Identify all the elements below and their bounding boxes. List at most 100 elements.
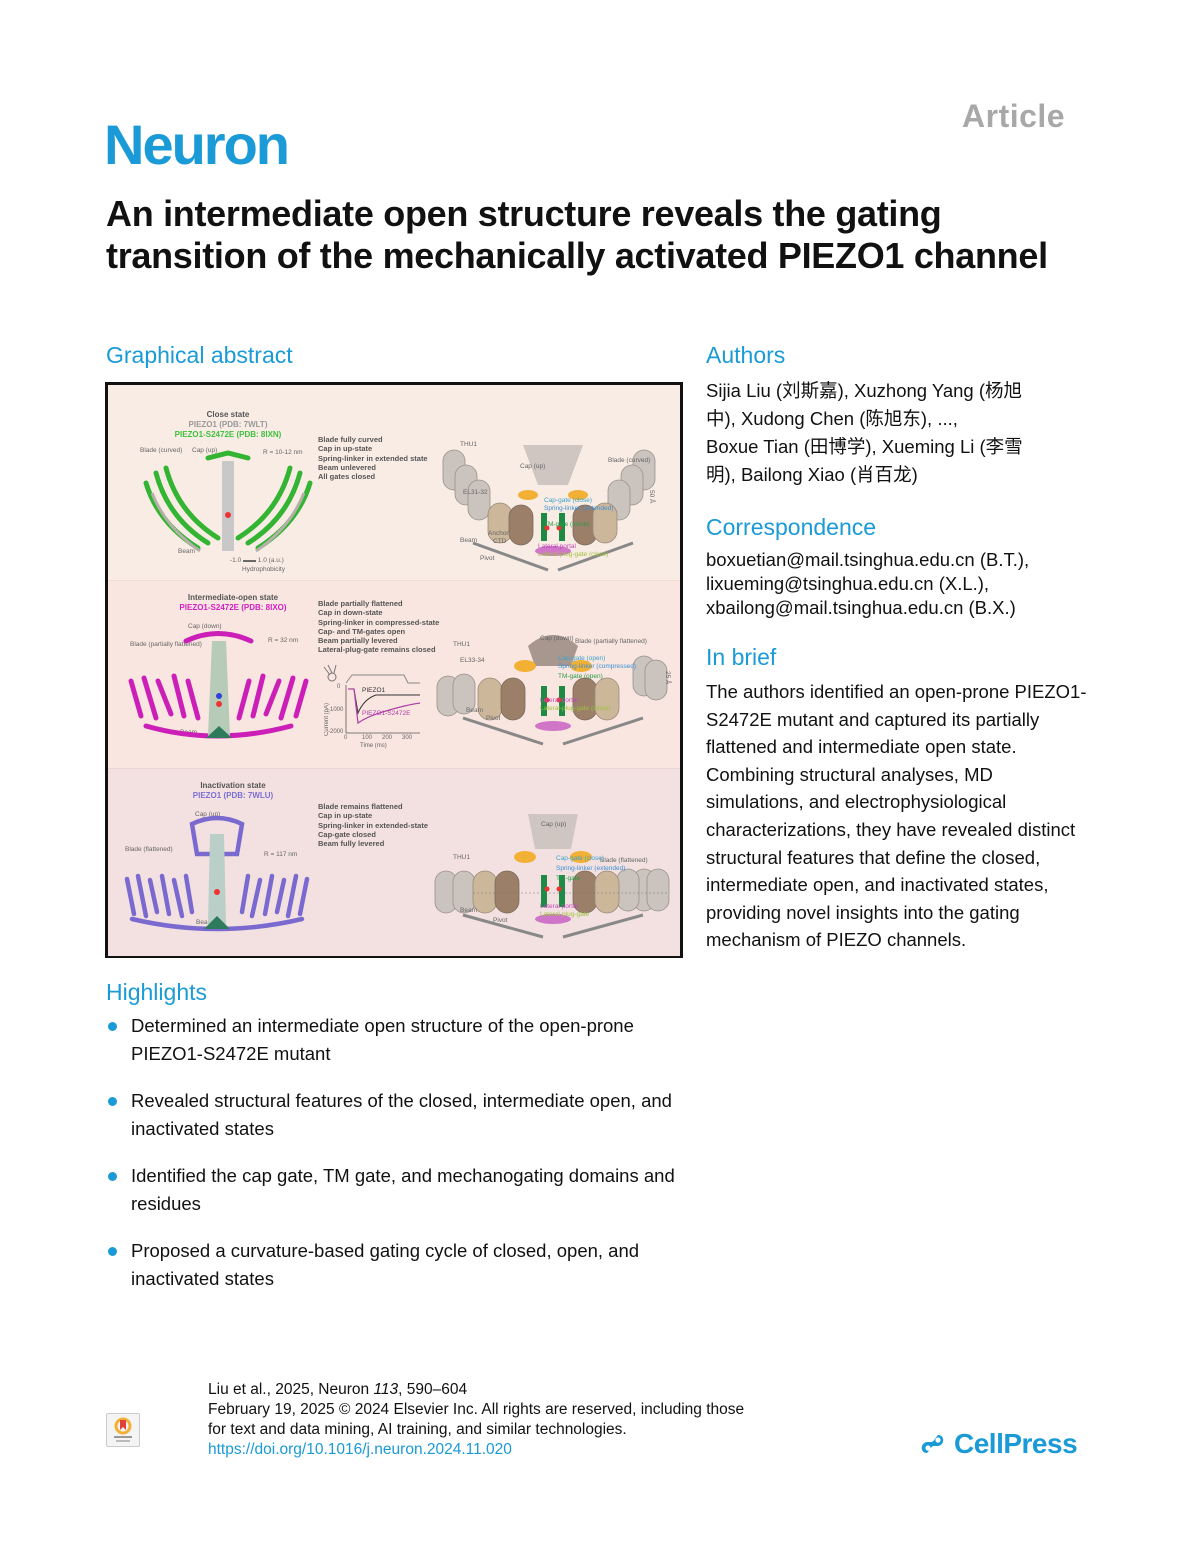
highlight-text: Revealed structural features of the clos… xyxy=(131,1090,672,1139)
pivot-label: Pivot xyxy=(480,555,495,562)
state-name: Intermediate-open state xyxy=(187,593,279,602)
author-line: Sijia Liu (刘斯嘉), Xuzhong Yang (杨旭 xyxy=(706,380,1022,401)
highlights-list: Determined an intermediate open structur… xyxy=(106,1012,676,1312)
chart-x-label: Time (ms) xyxy=(360,743,387,749)
ctd-label: CTD xyxy=(493,538,507,545)
pages: , 590–604 xyxy=(398,1381,468,1398)
closed-schematic xyxy=(442,445,656,572)
radius-label: R = 32 nm xyxy=(268,637,299,644)
lateral-portal-label: Lateral portal xyxy=(538,543,576,550)
inactivation-structure-image xyxy=(124,815,310,932)
state-name: Inactivation state xyxy=(200,781,266,790)
panel-title: Inactivation state PIEZO1 (PDB: 7WLU) xyxy=(173,781,293,801)
anchor-label: Anchor xyxy=(488,530,509,537)
x-tick: 100 xyxy=(362,735,373,741)
author-list: Sijia Liu (刘斯嘉), Xuzhong Yang (杨旭 中), Xu… xyxy=(706,377,1076,489)
authors-heading: Authors xyxy=(706,342,786,368)
bullet-icon xyxy=(108,1247,117,1256)
graphical-abstract-figure: Close state PIEZO1 (PDB: 7WLT) PIEZO1-S2… xyxy=(105,382,683,958)
graphical-abstract-heading: Graphical abstract xyxy=(106,342,293,368)
feature: Beam fully levered xyxy=(318,839,385,849)
beam-label: Beam xyxy=(178,548,195,555)
feature: Lateral-plug-gate remains closed xyxy=(318,645,436,655)
author-line: Boxue Tian (田博学), Xueming Li (李雪 xyxy=(706,436,1023,457)
blade-schematic-label: Blade (flattened) xyxy=(600,857,648,864)
feature: Cap in down-state xyxy=(318,608,383,618)
blade-schematic-label: Blade (partially flattened) xyxy=(575,638,647,645)
pdb-mutant: PIEZO1-S2472E (PDB: 8IXO) xyxy=(179,603,287,612)
tm-gate-label: TM-gate (open) xyxy=(558,673,603,680)
thu1-label: THU1 xyxy=(460,441,477,448)
intermediate-open-panel: Intermediate-open state PIEZO1-S2472E (P… xyxy=(108,580,680,769)
check-for-updates-badge[interactable] xyxy=(106,1413,140,1447)
cap-label: Cap (up) xyxy=(195,811,221,818)
plug-gate-label: Lateral-plug-gate (close) xyxy=(538,551,609,558)
cap-gate-label: Cap-gate (close) xyxy=(556,855,605,862)
correspondence-email[interactable]: boxuetian@mail.tsinghua.edu.cn (B.T.), xyxy=(706,549,1030,570)
beam-label: Beam xyxy=(196,919,213,926)
series-label-mutant: PIEZO1-S2472E xyxy=(362,710,411,717)
copyright-line-2: for text and data mining, AI training, a… xyxy=(208,1421,627,1438)
citation-line: Liu et al., 2025, Neuron 113, 590–604 xyxy=(208,1380,828,1400)
cap-schematic-label: Cap (up) xyxy=(520,463,546,470)
in-brief-heading: In brief xyxy=(706,644,777,670)
feature: Blade partially flattened xyxy=(318,599,403,608)
radius-label: R = 117 nm xyxy=(264,851,298,858)
highlight-item: Proposed a curvature-based gating cycle … xyxy=(106,1237,676,1293)
bullet-icon xyxy=(108,1097,117,1106)
cap-label: Cap (up) xyxy=(192,447,218,454)
feature: Spring-linker in extended state xyxy=(318,453,428,463)
publisher-logo: CellPress xyxy=(918,1428,1078,1460)
doi-link[interactable]: https://doi.org/10.1016/j.neuron.2024.11… xyxy=(208,1441,512,1458)
feature: Spring-linker in compressed-state xyxy=(318,617,440,627)
copyright-line: February 19, 2025 © 2024 Elsevier Inc. A… xyxy=(208,1401,745,1418)
highlight-item: Identified the cap gate, TM gate, and me… xyxy=(106,1162,676,1218)
feature: Cap in up-state xyxy=(318,444,373,454)
feature: Blade fully curved xyxy=(318,435,383,444)
tm-gate-label: TM-gate xyxy=(556,875,581,882)
check-updates-icon xyxy=(114,1417,132,1442)
bullet-icon xyxy=(108,1172,117,1181)
correspondence-email[interactable]: xbailong@mail.tsinghua.edu.cn (B.X.) xyxy=(706,597,1016,618)
inactivation-schematic xyxy=(434,814,670,939)
highlight-text: Determined an intermediate open structur… xyxy=(131,1015,634,1064)
publisher-name: CellPress xyxy=(954,1428,1078,1459)
closed-structure-image xyxy=(143,450,313,553)
radius-label: R = 10-12 nm xyxy=(263,449,303,456)
series-label-wt: PIEZO1 xyxy=(362,687,386,694)
paper-title: An intermediate open structure reveals t… xyxy=(106,193,1048,276)
correspondence-email[interactable]: lixueming@tsinghua.edu.cn (X.L.), xyxy=(706,573,990,594)
pivot-label: Pivot xyxy=(486,715,501,722)
beam-schematic-label: Beam xyxy=(460,537,477,544)
cap-label: Cap (down) xyxy=(188,623,222,630)
feature: Cap-gate closed xyxy=(318,829,376,839)
state-name: Close state xyxy=(206,410,250,419)
highlight-text: Proposed a curvature-based gating cycle … xyxy=(131,1240,640,1289)
intermediate-features-list: Blade partially flattened Cap in down-st… xyxy=(318,599,439,655)
closed-features-list: Blade fully curved Cap in up-state Sprin… xyxy=(318,435,428,481)
highlights-heading: Highlights xyxy=(106,979,207,1005)
volume: 113 xyxy=(373,1381,399,1398)
blade-label: Blade (curved) xyxy=(140,447,183,454)
lateral-portal-label: Lateral portal xyxy=(540,697,578,704)
cap-schematic-label: Cap (up) xyxy=(541,821,567,828)
x-tick: 300 xyxy=(402,735,413,741)
author-line: 明), Bailong Xiao (肖百龙) xyxy=(706,464,918,485)
intermediate-structure-image xyxy=(128,631,309,739)
highlight-text: Identified the cap gate, TM gate, and me… xyxy=(131,1165,675,1214)
pivot-label: Pivot xyxy=(493,917,508,924)
thu1-label: THU1 xyxy=(453,854,470,861)
blade-label: Blade (partially flattened) xyxy=(130,641,202,648)
thu1-label: THU1 xyxy=(453,641,470,648)
plug-gate-label: Lateral-plug-gate (close) xyxy=(540,705,611,712)
x-tick: 200 xyxy=(382,735,393,741)
in-brief-text: The authors identified an open-prone PIE… xyxy=(706,681,1087,951)
highlight-item: Determined an intermediate open structur… xyxy=(106,1012,676,1068)
cap-schematic-label: Cap (down) xyxy=(540,635,574,642)
distance-label: 25 Å xyxy=(664,671,671,685)
cap-gate-label: Cap-gate (open) xyxy=(558,655,606,662)
cap-gate-label: Cap-gate (close) xyxy=(544,497,593,504)
pdb-wt: PIEZO1 (PDB: 7WLT) xyxy=(188,420,268,429)
correspondence-heading: Correspondence xyxy=(706,514,877,540)
intermediate-schematic xyxy=(436,635,668,746)
